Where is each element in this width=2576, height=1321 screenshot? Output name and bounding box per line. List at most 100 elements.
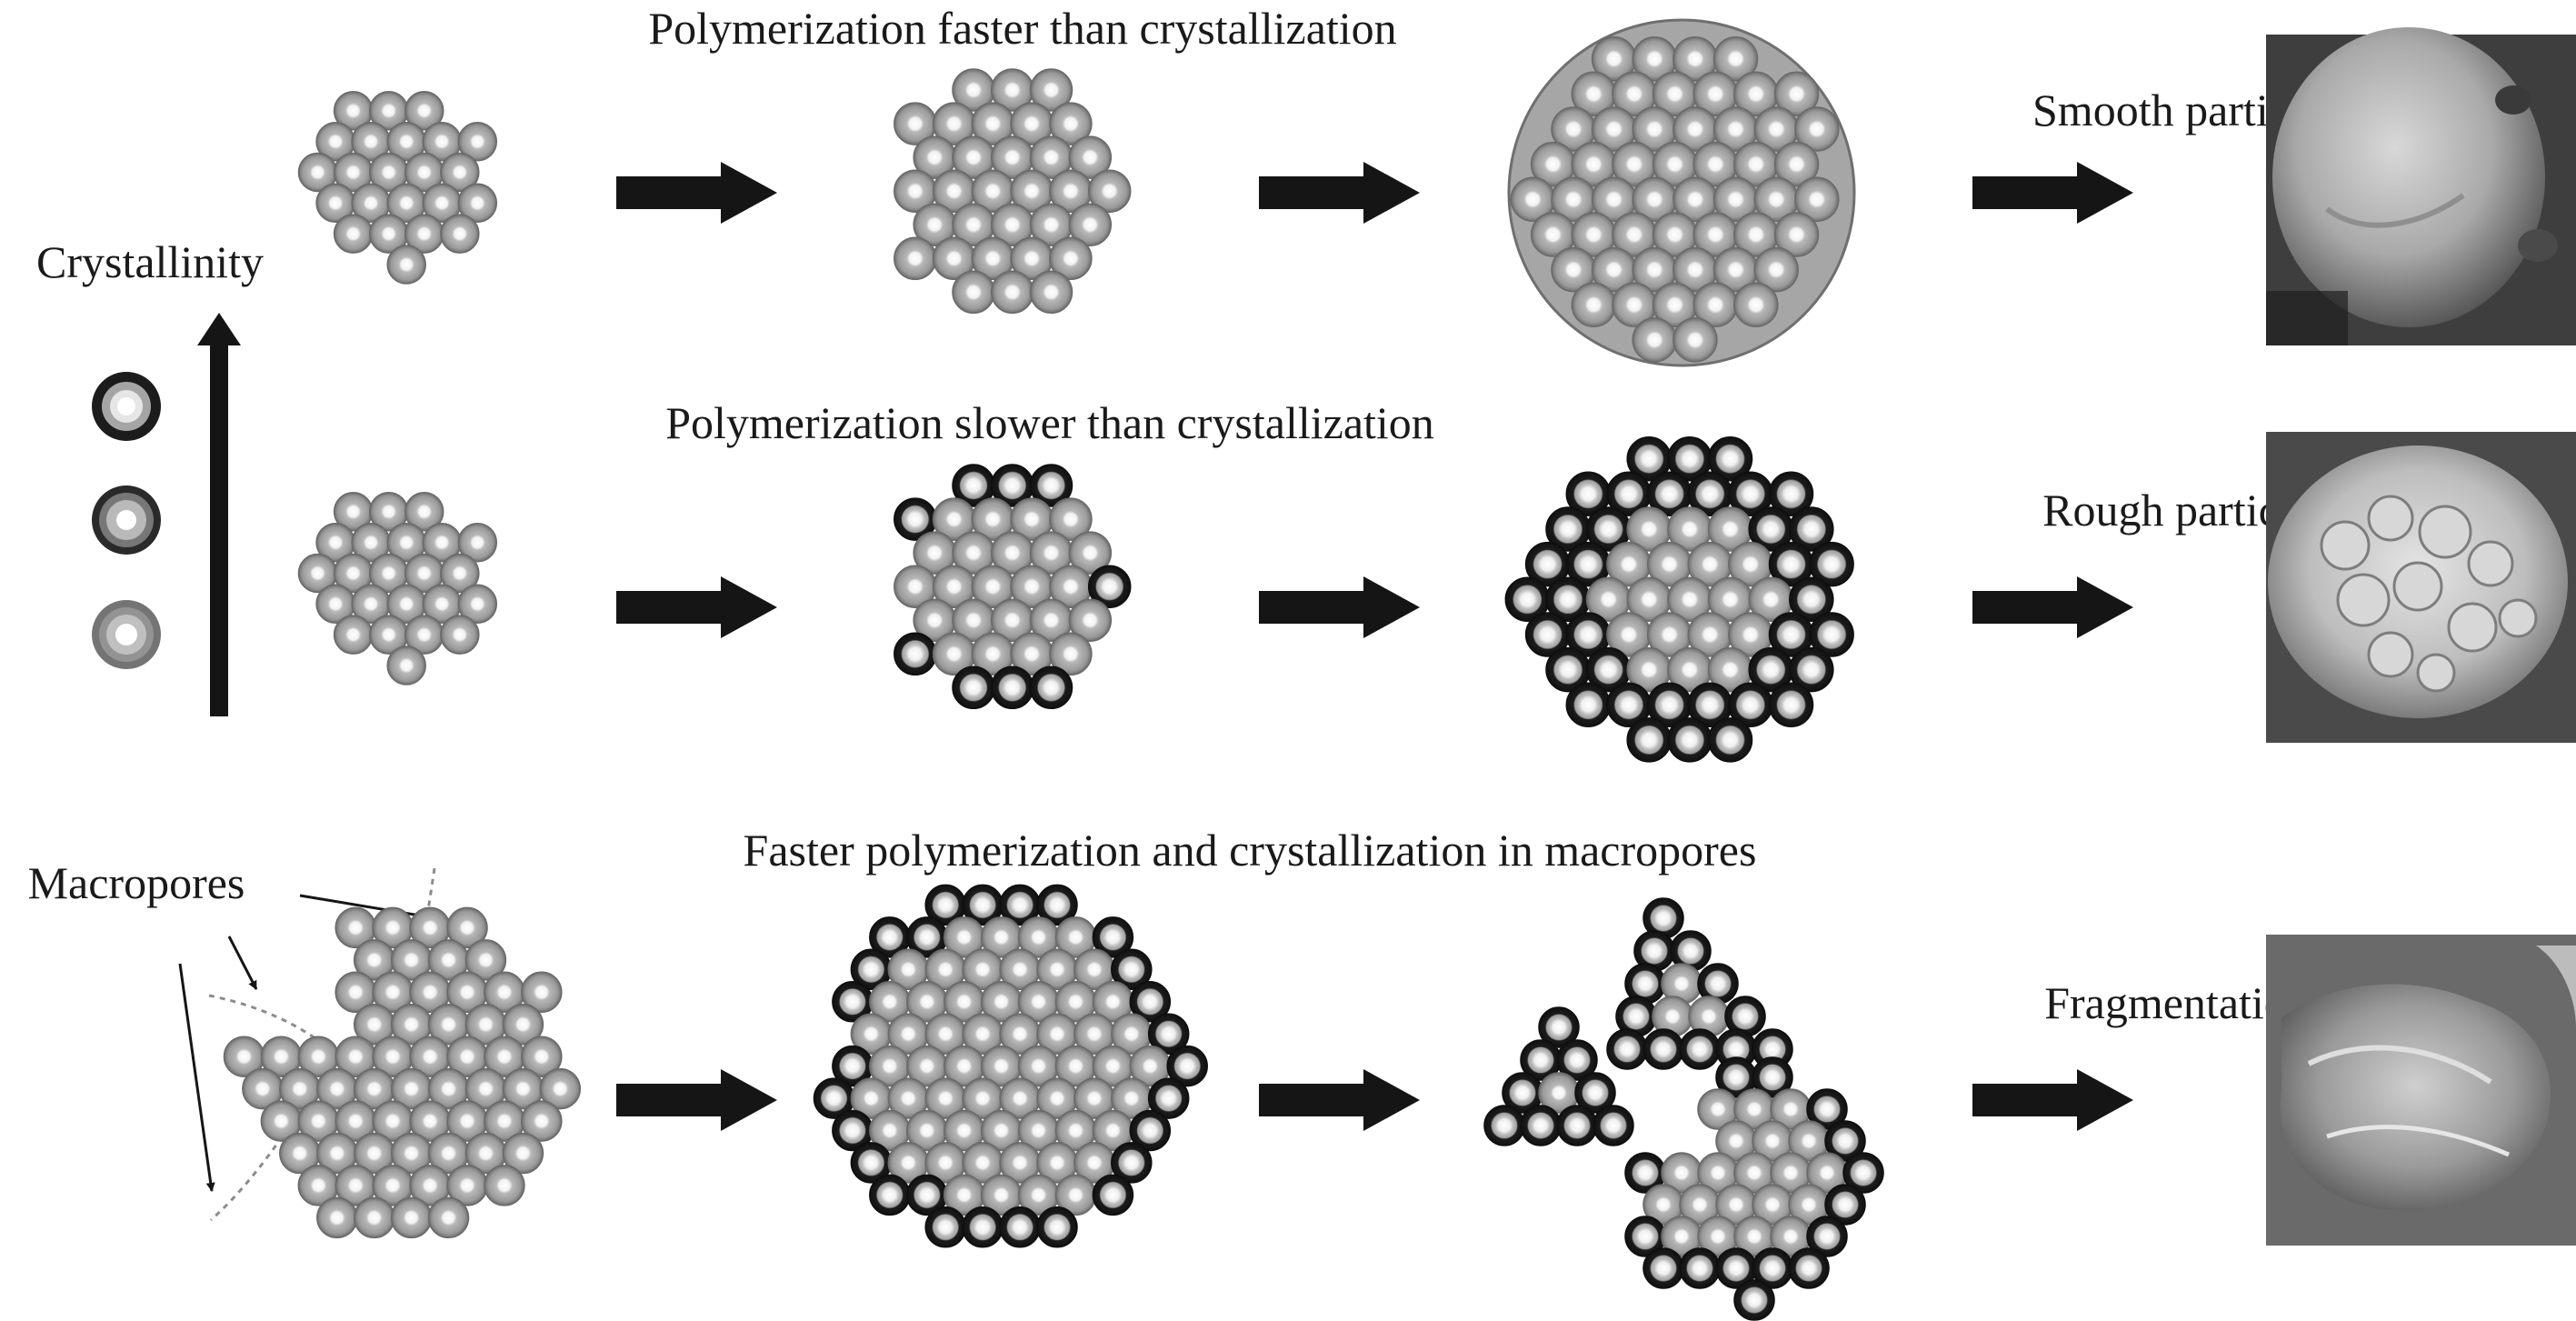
cluster-r3-stage2 bbox=[813, 884, 1208, 1248]
cluster-r2-stage3 bbox=[1504, 435, 1854, 763]
polymer-sphere bbox=[502, 1132, 544, 1175]
polymer-sphere bbox=[457, 121, 498, 162]
crystalline-sphere bbox=[1626, 717, 1672, 763]
crystalline-sphere bbox=[999, 1206, 1041, 1248]
polymer-sphere bbox=[1029, 68, 1073, 112]
crystalline-sphere bbox=[1642, 1247, 1684, 1289]
polymer-sphere bbox=[457, 522, 498, 563]
polymer-sphere bbox=[464, 939, 507, 981]
polymer-sphere bbox=[1049, 236, 1093, 281]
crystalline-sphere bbox=[894, 632, 937, 676]
polymer-sphere bbox=[457, 584, 498, 625]
crystalline-sphere bbox=[1129, 1109, 1172, 1152]
cluster-r1-stage2 bbox=[894, 68, 1132, 315]
polymer-sphere bbox=[990, 270, 1034, 315]
crystalline-sphere bbox=[990, 666, 1034, 710]
polymer-sphere bbox=[386, 245, 426, 285]
arrow-r2-1 bbox=[616, 576, 777, 638]
polymer-sphere bbox=[386, 645, 426, 686]
polymer-sphere bbox=[446, 906, 488, 949]
crystalline-sphere bbox=[1147, 1077, 1190, 1119]
polymer-sphere bbox=[1049, 632, 1093, 676]
crystalline-sphere bbox=[1809, 612, 1854, 657]
crystalline-sphere bbox=[1036, 884, 1078, 926]
legend-sphere-low-crystallinity bbox=[92, 600, 161, 669]
crystalline-sphere bbox=[1129, 981, 1172, 1023]
polymer-sphere bbox=[1712, 35, 1759, 82]
fragment-left bbox=[1483, 1006, 1634, 1146]
polymer-sphere bbox=[1794, 176, 1840, 223]
polymer-sphere bbox=[1794, 106, 1840, 152]
cluster-r3-stage1 bbox=[223, 906, 582, 1239]
polymer-sphere bbox=[404, 492, 444, 532]
crystalline-sphere bbox=[1707, 717, 1753, 763]
polymer-sphere bbox=[1773, 141, 1820, 187]
arrow-r3-2 bbox=[1259, 1069, 1420, 1131]
polymer-sphere bbox=[521, 971, 563, 1014]
crystalline-sphere bbox=[1593, 1105, 1634, 1146]
cluster-r1-stage3 bbox=[1510, 35, 1840, 363]
crystalline-sphere bbox=[1520, 1105, 1562, 1146]
polymer-sphere bbox=[440, 152, 480, 193]
polymer-sphere bbox=[353, 1196, 395, 1239]
polymer-sphere bbox=[1632, 317, 1677, 363]
crystalline-sphere bbox=[1556, 1105, 1598, 1146]
arrow-r2-3 bbox=[1972, 576, 2133, 638]
row-2-title: Polymerization slower than crystallizati… bbox=[665, 397, 1434, 448]
arrow-r2-2 bbox=[1259, 576, 1420, 638]
polymer-sphere bbox=[1733, 282, 1779, 328]
arrow-r1-2 bbox=[1259, 162, 1420, 224]
polymer-sphere bbox=[521, 1100, 563, 1142]
crystalline-sphere bbox=[1036, 1206, 1078, 1248]
rough-particle-micrograph bbox=[2266, 432, 2576, 743]
polymer-sphere bbox=[1029, 270, 1073, 315]
polymer-sphere bbox=[1753, 246, 1799, 293]
polymer-sphere bbox=[333, 615, 374, 655]
crystalline-sphere bbox=[1806, 1216, 1848, 1257]
crystalline-sphere bbox=[1087, 565, 1132, 608]
crystalline-sphere bbox=[1842, 1152, 1884, 1194]
crystalline-sphere bbox=[952, 666, 995, 710]
crystalline-sphere bbox=[1707, 435, 1753, 482]
fragmented-particle-micrograph bbox=[2266, 935, 2576, 1246]
legend-sphere-high-crystallinity bbox=[92, 372, 161, 441]
crystalline-sphere bbox=[1483, 1105, 1525, 1146]
crystalline-sphere bbox=[1111, 1142, 1153, 1184]
crystalline-sphere bbox=[962, 1206, 1003, 1248]
crystalline-sphere bbox=[1768, 682, 1814, 728]
polymer-sphere bbox=[440, 615, 480, 655]
polymer-sphere bbox=[1773, 71, 1820, 117]
arrow-r3-1 bbox=[616, 1069, 777, 1131]
crystalline-sphere bbox=[1789, 576, 1834, 623]
crystalline-sphere bbox=[1679, 1028, 1721, 1070]
crystalline-sphere bbox=[924, 1206, 966, 1248]
polymer-sphere bbox=[427, 1196, 470, 1239]
polymer-sphere bbox=[1773, 212, 1820, 257]
polymer-sphere bbox=[440, 553, 480, 594]
crystalline-sphere bbox=[1806, 1088, 1848, 1130]
process-arrows bbox=[616, 162, 2133, 1131]
crystalline-sphere bbox=[1111, 948, 1153, 991]
row-1-title: Polymerization faster than crystallizati… bbox=[648, 3, 1396, 54]
crystalline-sphere bbox=[1642, 1028, 1684, 1070]
polymer-sphere bbox=[333, 214, 374, 254]
crystalline-sphere bbox=[1092, 1174, 1134, 1216]
cluster-r2-stage2 bbox=[894, 464, 1132, 710]
crystalline-sphere bbox=[1824, 1184, 1866, 1226]
crystalline-sphere bbox=[1809, 541, 1854, 587]
polymer-sphere bbox=[1571, 282, 1617, 328]
polymer-sphere bbox=[440, 214, 480, 254]
polymer-sphere bbox=[1087, 169, 1132, 213]
crystalline-sphere bbox=[1574, 1072, 1616, 1114]
crystalline-sphere bbox=[1166, 1045, 1208, 1087]
crystalline-sphere bbox=[1565, 682, 1612, 728]
polymer-sphere bbox=[484, 1165, 525, 1206]
fragment-top bbox=[1606, 897, 1793, 1070]
polymer-sphere bbox=[521, 1036, 563, 1077]
polymer-sphere bbox=[539, 1067, 582, 1110]
crystallinity-arrow bbox=[197, 313, 241, 716]
crystalline-sphere bbox=[1606, 1028, 1648, 1070]
crystalline-sphere bbox=[1029, 464, 1073, 507]
polymer-sphere bbox=[1068, 135, 1113, 179]
crystalline-sphere bbox=[1752, 1056, 1793, 1098]
